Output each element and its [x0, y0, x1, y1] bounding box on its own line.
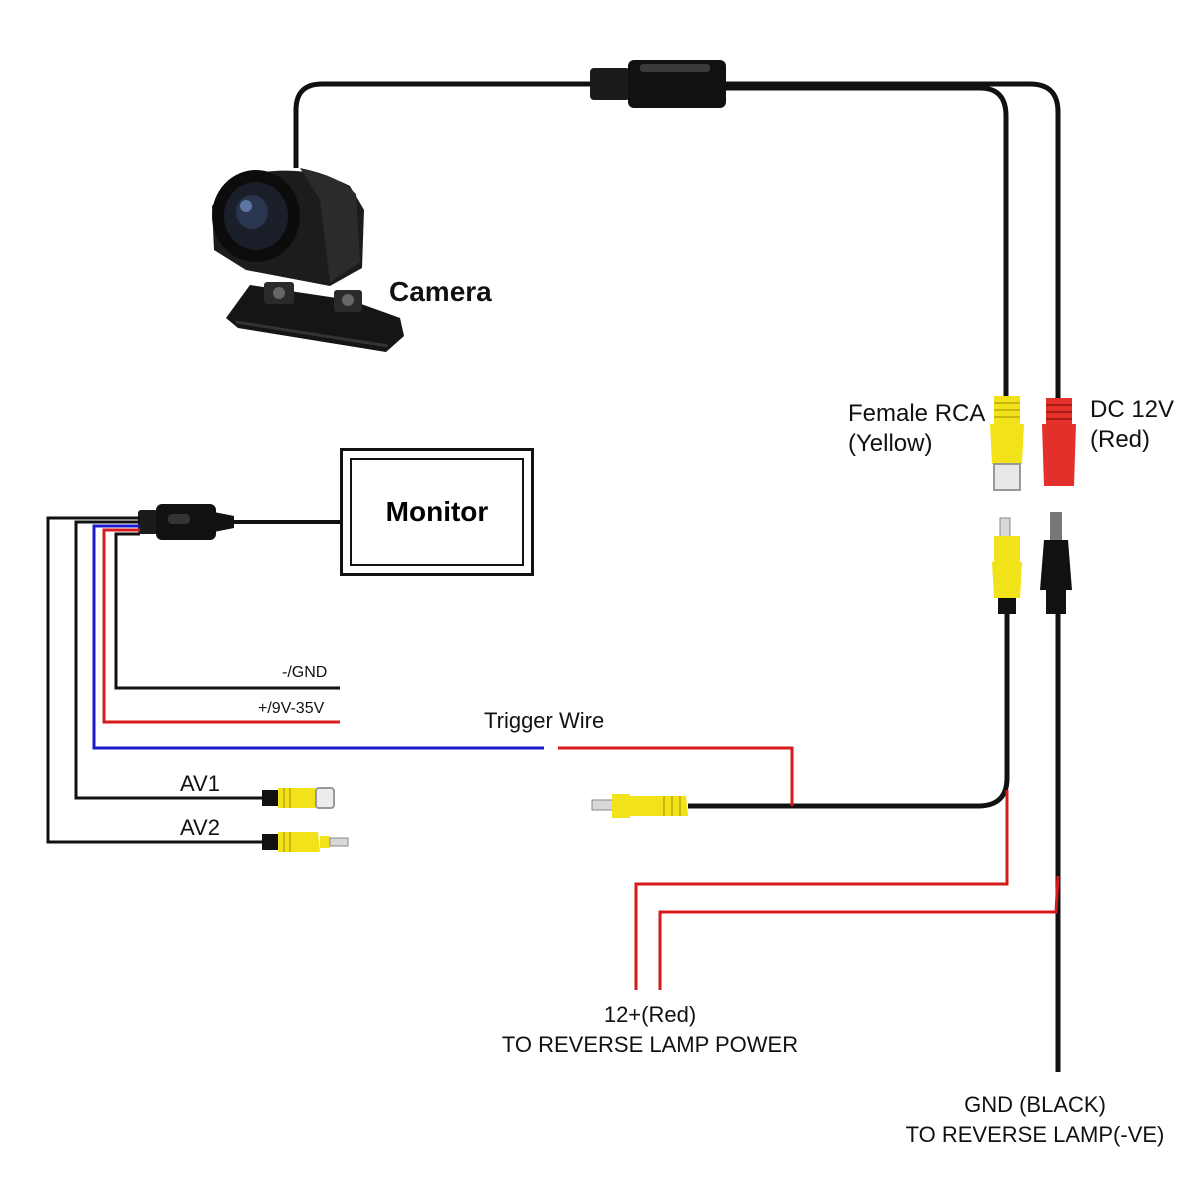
dc-socket-red	[1042, 398, 1076, 486]
dc12v-label-1: DC 12V	[1090, 396, 1175, 423]
multi-pin-connector-icon	[590, 60, 726, 108]
av1-label: AV1	[180, 771, 220, 796]
female-rca-socket	[990, 396, 1024, 491]
black-gnd-label-1: GND (BLACK)	[964, 1092, 1106, 1117]
red-power-label-2: TO REVERSE LAMP POWER	[501, 1032, 799, 1057]
monitor-label: Monitor	[385, 496, 489, 527]
dc-barrel-plug-icon	[1040, 512, 1072, 614]
av2-label: AV2	[180, 815, 220, 840]
trigger-wire-red	[558, 746, 794, 806]
camera-label: Camera	[389, 276, 492, 307]
video-cable-black	[688, 612, 1010, 809]
rca-plug-horizontal	[591, 794, 688, 818]
wire-blue-trigger	[92, 524, 544, 750]
wire-red-power	[102, 528, 340, 724]
av2-rca-male	[262, 832, 349, 852]
yellow-cable-branch	[726, 85, 1009, 396]
female-rca-label-2: (Yellow)	[848, 430, 933, 457]
camera-cable-right	[726, 81, 1061, 398]
black-gnd-label-2: TO REVERSE LAMP(-VE)	[905, 1122, 1165, 1147]
gnd-small-label: -/GND	[282, 664, 328, 681]
trigger-wire-label: Trigger Wire	[484, 708, 605, 733]
harness-connector	[138, 504, 234, 540]
red-power-label-1: 12+(Red)	[603, 1002, 697, 1027]
rca-plug-icon	[992, 517, 1022, 614]
wire-av2	[46, 516, 262, 844]
monitor-inner: Monitor	[350, 458, 524, 566]
dc12v-label-2: (Red)	[1090, 426, 1151, 453]
av1-rca-female	[262, 787, 335, 809]
monitor-box: Monitor	[340, 448, 534, 576]
wire-av1	[74, 520, 262, 800]
power-small-label: +/9V-35V	[258, 700, 325, 717]
female-rca-label-1: Female RCA	[848, 400, 986, 427]
camera-cable	[293, 81, 592, 168]
red-power-branch-2	[658, 875, 1060, 990]
wire-black-gnd	[114, 532, 340, 690]
backup-camera-icon	[212, 168, 404, 352]
red-power-branch-1	[634, 790, 1009, 990]
